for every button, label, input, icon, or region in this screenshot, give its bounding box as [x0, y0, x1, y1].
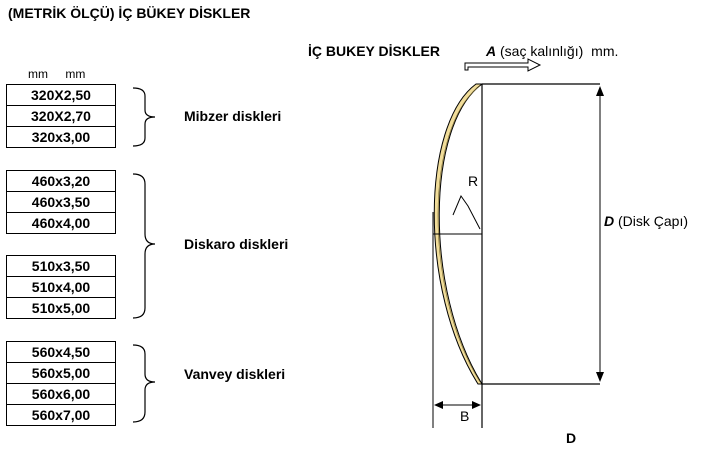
unit-label-thickness: mm	[65, 67, 86, 81]
thickness-letter: A	[486, 43, 497, 59]
size-cell: 560x5,00	[7, 363, 115, 384]
thickness-annotation: A (saç kalınlığı) mm.	[486, 43, 618, 59]
size-cell: 560x6,00	[7, 384, 115, 405]
size-cell: 320x3,00	[7, 127, 115, 148]
group-label-diskaro: Diskaro diskleri	[184, 236, 289, 252]
diskaro-510-size-table: 510x3,50 510x4,00 510x5,00	[6, 255, 116, 319]
radius-leader	[452, 194, 481, 230]
diagram-title: İÇ BUKEY DİSKLER	[308, 43, 440, 59]
thickness-text: (saç kalınlığı)	[500, 43, 584, 59]
diskaro-460-size-table: 460x3,20 460x3,50 460x4,00	[6, 170, 116, 234]
vanvey-size-table: 560x4,50 560x5,00 560x6,00 560x7,00	[6, 341, 116, 426]
diameter-annotation: D (Disk Çapı)	[604, 213, 688, 229]
mibzer-size-table: 320X2,50 320X2,70 320x3,00	[6, 84, 116, 148]
bottom-d-label: D	[566, 430, 577, 446]
size-cell: 460x3,20	[7, 171, 115, 192]
brace-diskaro	[132, 173, 156, 319]
diameter-arrow-bottom	[596, 372, 604, 382]
brace-vanvey	[132, 344, 156, 423]
size-cell: 560x7,00	[7, 405, 115, 426]
diameter-arrow-top	[596, 86, 604, 96]
depth-arrow-left	[434, 401, 443, 409]
page-title: (METRİK ÖLÇÜ) İÇ BÜKEY DİSKLER	[8, 5, 251, 21]
size-cell: 320X2,70	[7, 106, 115, 127]
thickness-arrow	[464, 58, 542, 72]
size-cell: 510x3,50	[7, 256, 115, 277]
group-label-mibzer: Mibzer diskleri	[184, 108, 282, 124]
unit-label-diameter: mm	[28, 67, 48, 81]
diameter-letter: D	[604, 213, 615, 229]
diameter-text: (Disk Çapı)	[618, 213, 689, 229]
units-header: mm mm	[28, 67, 85, 81]
size-cell: 560x4,50	[7, 342, 115, 363]
size-cell: 510x4,00	[7, 277, 115, 298]
depth-arrow-right	[472, 401, 481, 409]
size-cell: 510x5,00	[7, 298, 115, 319]
size-cell: 460x4,00	[7, 213, 115, 234]
thickness-unit: mm.	[591, 43, 619, 59]
size-cell: 320X2,50	[7, 85, 115, 106]
radius-label: R	[468, 173, 479, 189]
depth-label: B	[460, 408, 470, 424]
brace-mibzer	[132, 87, 156, 147]
group-label-vanvey: Vanvey diskleri	[184, 366, 286, 382]
disk-section	[433, 83, 484, 385]
size-cell: 460x3,50	[7, 192, 115, 213]
